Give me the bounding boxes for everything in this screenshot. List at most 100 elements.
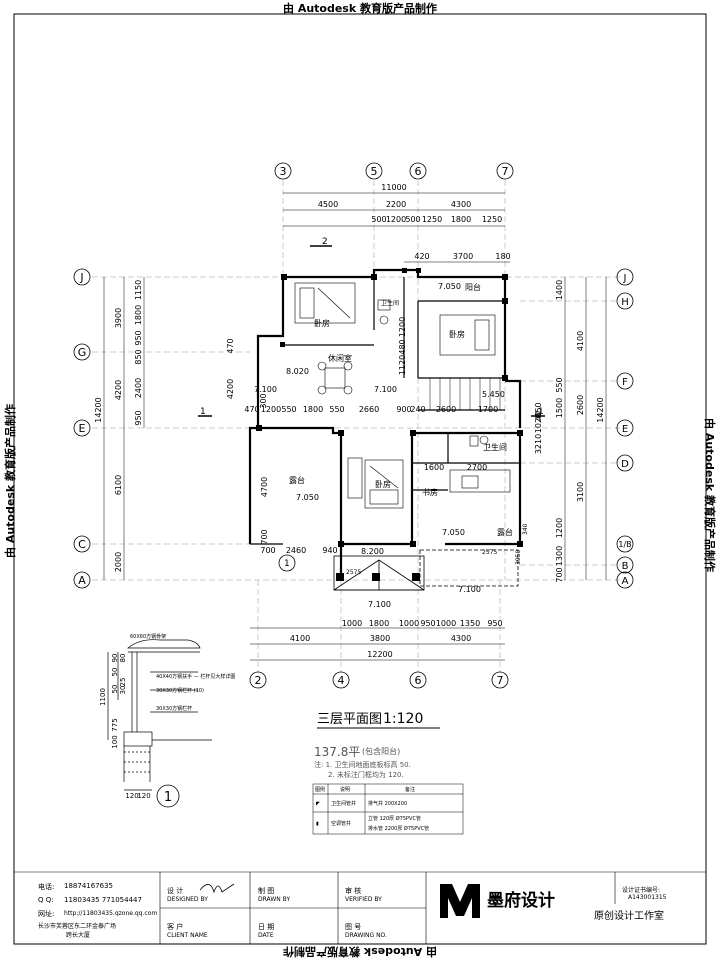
designed-label-en: DESIGNED BY	[167, 896, 208, 903]
svg-text:100: 100	[111, 735, 119, 748]
svg-text:8.020: 8.020	[286, 367, 309, 376]
svg-text:3950: 3950	[515, 550, 522, 565]
brand-logo-icon	[440, 884, 480, 918]
svg-text:1300: 1300	[555, 546, 564, 566]
title-block-frame	[14, 871, 706, 944]
axis-label-right: D	[621, 459, 629, 470]
svg-text:1120: 1120	[398, 355, 407, 375]
svg-text:1700: 1700	[478, 405, 498, 414]
svg-text:备注: 备注	[405, 786, 415, 793]
svg-text:1200: 1200	[398, 317, 407, 337]
svg-text:1000: 1000	[342, 619, 362, 628]
axis-label-bottom: 4	[338, 674, 345, 687]
stair-treads	[429, 378, 501, 410]
svg-text:700: 700	[555, 567, 564, 582]
drawing-no-label: 图 号	[345, 923, 362, 931]
client-label-en: CLIENT NAME	[167, 932, 208, 939]
svg-text:950: 950	[420, 619, 435, 628]
svg-text:7.100: 7.100	[458, 585, 481, 594]
svg-text:11000: 11000	[381, 183, 406, 192]
svg-text:立管 120厚 Ø75PVC管: 立管 120厚 Ø75PVC管	[368, 815, 421, 822]
svg-text:1250: 1250	[422, 215, 442, 224]
exterior-walls	[248, 268, 522, 580]
dimension-text-top: 11000 4500 2200 4300 500 1200 500 1250 1…	[318, 183, 511, 261]
svg-text:80: 80	[119, 654, 127, 663]
svg-text:2200: 2200	[386, 200, 406, 209]
axis-label-right: F	[622, 377, 628, 388]
svg-text:120: 120	[137, 792, 150, 800]
room-label: 阳台	[465, 282, 481, 292]
svg-text:550: 550	[329, 405, 344, 414]
svg-text:4100: 4100	[290, 634, 310, 643]
svg-text:350: 350	[534, 402, 543, 417]
svg-text:30X30方钢栏杆 (10): 30X30方钢栏杆 (10)	[156, 687, 204, 694]
svg-text:950: 950	[134, 330, 143, 345]
watermark-top: 由 Autodesk 教育版产品制作	[282, 2, 437, 15]
svg-text:6100: 6100	[114, 475, 123, 495]
svg-text:7.100: 7.100	[374, 385, 397, 394]
svg-text:14200: 14200	[94, 397, 103, 422]
svg-text:2700: 2700	[467, 463, 487, 472]
svg-text:3900: 3900	[114, 308, 123, 328]
cert-number: A143001315	[628, 894, 667, 901]
dimension-lines-bottom	[250, 627, 505, 661]
svg-text:1100: 1100	[99, 688, 107, 706]
axis-label-right: E	[622, 424, 628, 435]
axis-label-right: A	[622, 576, 629, 587]
dimension-text-bottom: 1000 1800 1000 950 1000 1350 950 4100 38…	[290, 619, 503, 659]
svg-text:◤: ◤	[316, 801, 320, 807]
svg-text:1150: 1150	[134, 280, 143, 300]
furniture	[294, 282, 511, 509]
svg-text:14200: 14200	[596, 397, 605, 422]
plan-scale: 1:120	[383, 711, 423, 727]
svg-text:3100: 3100	[576, 482, 585, 502]
svg-text:7.050: 7.050	[442, 528, 465, 537]
svg-text:470: 470	[226, 338, 235, 353]
dimension-lines-right	[564, 277, 607, 580]
svg-text:4300: 4300	[451, 200, 471, 209]
contact-qq: 11803435 771054447	[64, 896, 142, 904]
axis-bubbles-bottom: 2 4 6 7	[249, 671, 509, 689]
svg-text:卫生间管井: 卫生间管井	[331, 800, 356, 807]
railing-detail	[107, 639, 212, 791]
axis-label-left: J	[79, 271, 83, 284]
axis-label-top: 5	[371, 165, 378, 178]
svg-text:12200: 12200	[367, 650, 392, 659]
svg-text:1350: 1350	[460, 619, 480, 628]
signature-mark	[199, 883, 235, 894]
axis-label-bottom: 2	[255, 674, 262, 687]
interior-walls	[250, 277, 520, 545]
svg-text:25: 25	[119, 678, 127, 687]
svg-text:7.100: 7.100	[254, 385, 277, 394]
svg-text:4200: 4200	[226, 379, 235, 399]
svg-text:1200: 1200	[555, 518, 564, 538]
svg-text:图例: 图例	[315, 786, 325, 793]
svg-text:1000: 1000	[436, 619, 456, 628]
axis-label-right: 1/B	[618, 540, 631, 549]
axis-bubbles-left: J G E C A	[73, 268, 91, 589]
svg-text:300: 300	[259, 393, 268, 408]
svg-text:850: 850	[134, 349, 143, 364]
section-marks: 1 1 1 2	[198, 237, 545, 572]
plan-area-note: (包含阳台)	[362, 746, 400, 756]
svg-text:900: 900	[396, 405, 411, 414]
svg-text:3210: 3210	[534, 434, 543, 454]
svg-text:4300: 4300	[451, 634, 471, 643]
sheet-border	[13, 13, 707, 945]
railing-detail-dims: 90 80 50 25 30 50 775 1100 100 120 120	[99, 654, 151, 800]
svg-text:500: 500	[405, 215, 420, 224]
axis-label-top: 7	[502, 165, 509, 178]
designed-label: 设 计	[167, 887, 184, 895]
svg-text:120: 120	[125, 792, 138, 800]
svg-text:1020: 1020	[534, 413, 543, 433]
svg-text:1: 1	[538, 407, 544, 417]
contact-address-2: 跨长大厦	[66, 932, 91, 939]
verified-label: 审 核	[345, 887, 362, 895]
columns	[256, 268, 523, 581]
room-labels: 卧房 卫生间 卧房 阳台 休闲室 露台 卧房 卫生间 书房 露台	[289, 282, 513, 537]
level-marks: 7.050 8.020 7.100 7.100 5.450 7.050 7.05…	[254, 282, 529, 609]
svg-text:30: 30	[119, 686, 127, 695]
contact-address: 长沙市芙蓉区东二环金泰广场	[38, 923, 117, 930]
svg-text:1800: 1800	[134, 305, 143, 325]
